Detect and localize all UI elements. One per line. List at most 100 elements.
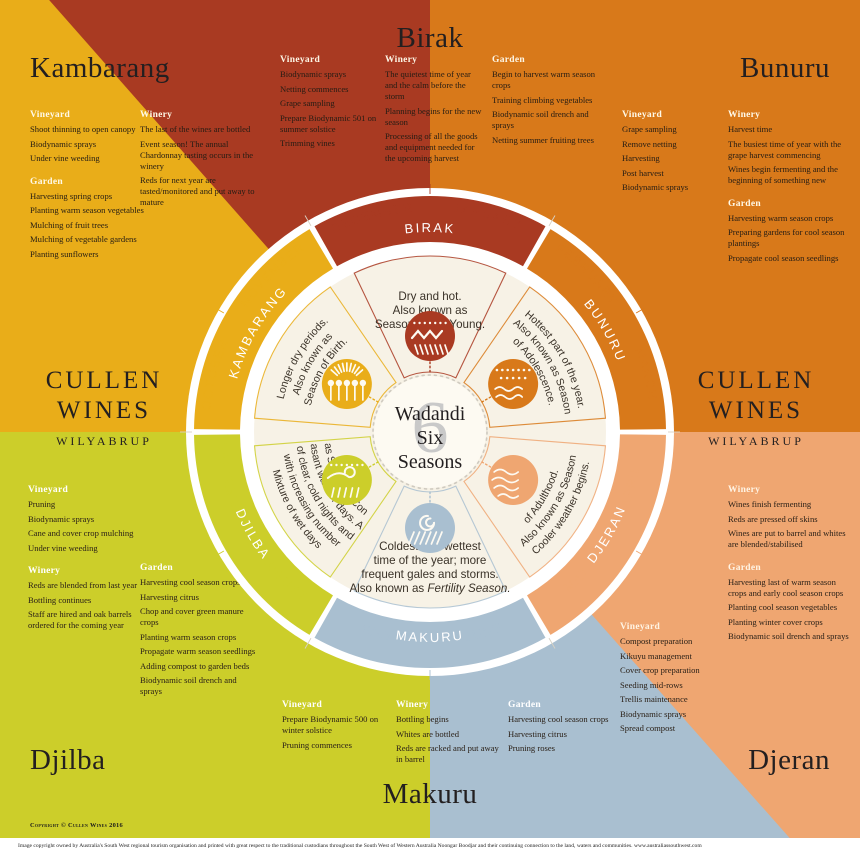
season-orb-birak [405, 311, 455, 361]
season-ring-bunuru[interactable] [527, 229, 666, 430]
task-item: Reds for next year are tasted/monitored … [140, 175, 255, 207]
season-petal-makuru[interactable] [353, 485, 507, 609]
task-category: Vineyard [28, 485, 69, 495]
task-list: Prepare Biodynamic 500 on winter solstic… [282, 714, 387, 751]
task-category: Vineyard [620, 622, 661, 632]
footer-attribution: Image copyright owned by Australia's Sou… [18, 843, 702, 849]
season-title-djilba: Djilba [30, 744, 106, 776]
task-item: Pruning commences [282, 739, 352, 750]
month-divider-tick [215, 550, 225, 557]
centre-dotted-ring [372, 374, 488, 490]
task-category: Garden [728, 198, 761, 209]
brand-line1: CULLEN [45, 367, 163, 394]
centre-numeral: 6 [412, 387, 449, 469]
task-list: Harvesting last of warm season crops and… [728, 577, 850, 643]
wheel-rings [180, 184, 680, 680]
task-item: Spread compost [620, 723, 676, 733]
orb-connector [368, 460, 381, 468]
task-item: Reds are racked and put away in barrel [396, 743, 499, 764]
task-item: Cover crop preparation [620, 665, 700, 675]
task-item: Biodynamic sprays [280, 69, 347, 79]
season-orb-makuru [405, 503, 455, 553]
season-divider-tick [304, 215, 312, 227]
season-orb-kambarang [321, 359, 372, 409]
season-ring-djilba[interactable] [194, 434, 333, 635]
season-petal-djilba[interactable] [253, 436, 397, 578]
season-ring-kambarang[interactable] [194, 229, 333, 430]
task-item: Planting winter cover crops [728, 616, 823, 627]
task-item: Bottling continues [28, 594, 92, 605]
task-list: The quietest time of year and the calm b… [385, 69, 485, 164]
task-item: Under vine weeding [28, 542, 98, 553]
task-item: Mulching of fruit trees [30, 219, 109, 230]
task-category: Garden [508, 700, 541, 710]
centre-disc [374, 376, 486, 488]
task-item: Harvesting cool season crops [508, 714, 609, 724]
task-item: The quietest time of year and the calm b… [385, 69, 471, 101]
season-petal-djeran[interactable] [463, 436, 607, 578]
task-item: Post harvest [622, 167, 664, 178]
task-item: Netting commences [280, 83, 349, 94]
task-item: Processing of all the goods and equipmen… [385, 131, 478, 163]
task-category: Winery [396, 700, 429, 710]
season-orb-bunuru [488, 359, 539, 409]
copyright-line: Copyright © Cullen Wines 2016 [30, 822, 124, 829]
task-item: Cane and cover crop mulching [28, 528, 134, 538]
task-category: Garden [492, 55, 525, 65]
task-item: The busiest time of year with the grape … [728, 138, 842, 160]
centre-line3: Seasons [398, 451, 463, 473]
task-item: Biodynamic soil drench and sprays [728, 631, 849, 641]
season-petal-bunuru[interactable] [463, 286, 607, 428]
task-item: Planting sunflowers [30, 248, 99, 259]
task-item: Propagate warm season seedlings [140, 646, 256, 656]
brand-line3: WILYABRUP [56, 434, 152, 448]
task-item: Wines are put to barrel and whites are b… [728, 528, 846, 549]
task-category: Vineyard [622, 110, 663, 120]
season-ring-birak[interactable] [314, 196, 546, 267]
task-category: Vineyard [30, 110, 71, 120]
task-item: Harvesting citrus [508, 728, 567, 739]
task-item: Harvesting spring crops [30, 190, 113, 201]
task-item: Biodynamic sprays [622, 182, 689, 192]
season-ring-makuru[interactable] [314, 597, 546, 668]
task-item: Event season! The annual Chardonnay tast… [140, 138, 254, 171]
tasks-birak-winery: Winery The quietest time of year and the… [385, 55, 485, 168]
season-petal-birak[interactable] [353, 255, 507, 379]
task-category: Winery [728, 110, 761, 120]
task-item: Shoot thinning to open canopy [30, 124, 136, 134]
tasks-birak-garden: Garden Begin to harvest warm season crop… [492, 55, 597, 149]
task-item: Begin to harvest warm season crops [492, 69, 596, 90]
brand-line2: WINES [708, 396, 804, 424]
task-item: Prepare Biodynamic 501 on summer solstic… [280, 112, 377, 134]
task-item: Chop and cover green manure crops [140, 606, 244, 627]
season-petal-kambarang[interactable] [253, 286, 397, 428]
season-ring-djeran[interactable] [527, 434, 666, 635]
month-divider-tick [215, 307, 225, 314]
task-item: Biodynamic sprays [30, 138, 97, 149]
task-item: The last of the wines are bottled [140, 124, 251, 134]
month-divider-tick [635, 550, 645, 557]
task-category: Garden [728, 562, 761, 573]
tasks-kambarang-winery: Winery The last of the wines are bottled… [140, 110, 258, 212]
task-item: Harvesting [622, 153, 660, 163]
